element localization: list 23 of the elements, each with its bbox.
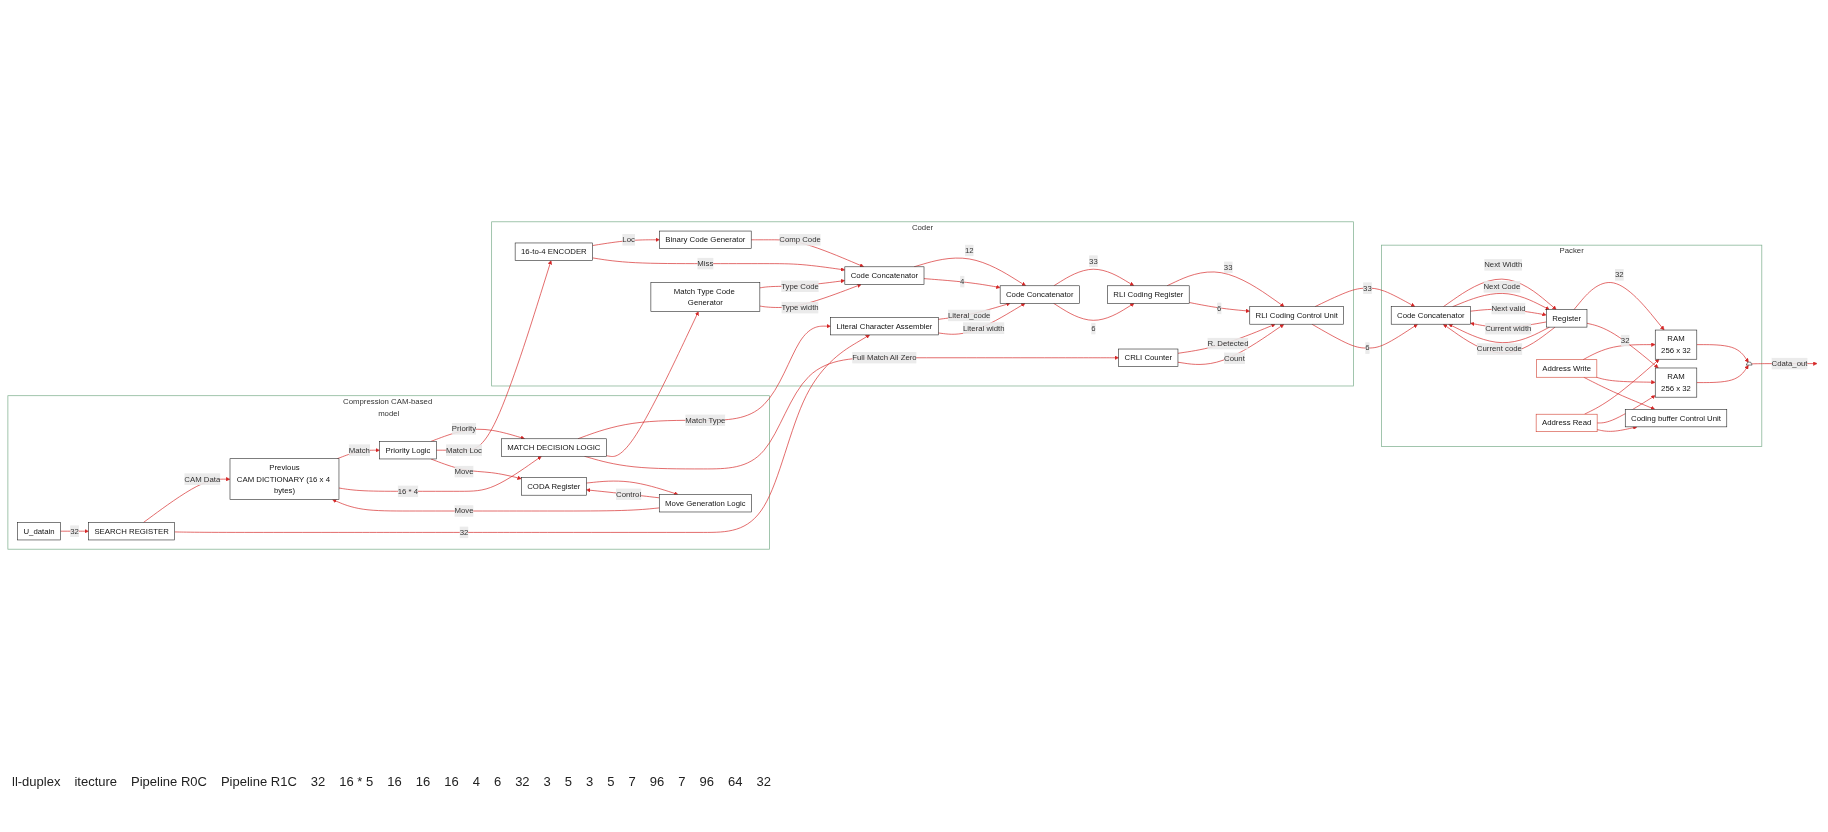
node-trapezoid — [1745, 361, 1753, 365]
diagram-label: Pipeline R0C — [131, 774, 207, 789]
diagram-label: 64 — [727, 774, 743, 789]
diagram-label: 7 — [678, 774, 686, 789]
diagram-label: Pipeline R1C — [220, 774, 297, 789]
diagram-label: 96 — [649, 774, 665, 789]
diagram-label: 32 — [515, 774, 530, 789]
diagram-label: 3 — [586, 774, 594, 789]
diagram-label: 32 — [310, 774, 326, 789]
diagram-label: 5 — [607, 774, 615, 789]
diagram-label: 16 — [444, 774, 459, 789]
diagram-label: itecture — [74, 774, 118, 789]
diagram-label: 16 — [415, 774, 431, 789]
diagram-label: 5 — [564, 774, 573, 789]
diagram-label: 16 * 5 — [339, 774, 374, 789]
diagram-label: 16 — [387, 774, 402, 789]
diagram-label: 96 — [699, 774, 714, 789]
diagram-label: 4 — [472, 774, 480, 789]
diagram-label: 7 — [628, 774, 636, 789]
diagram-label: 6 — [493, 774, 502, 789]
diagram-label: ll-duplex — [12, 774, 61, 789]
diagram-label: 3 — [543, 774, 551, 789]
diagram-label: 32 — [756, 774, 771, 789]
